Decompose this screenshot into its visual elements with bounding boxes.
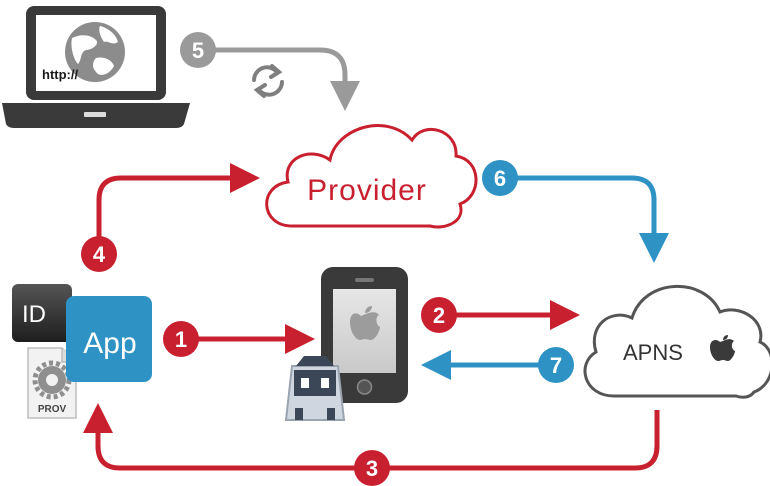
globe-icon <box>65 22 125 82</box>
apple-icon <box>350 306 380 340</box>
step-badge-2: 2 <box>421 297 457 333</box>
svg-text:7: 7 <box>550 353 562 378</box>
arrow-step-5 <box>212 47 360 111</box>
svg-text:1: 1 <box>175 327 187 352</box>
prov-label: PROV <box>38 404 67 415</box>
cordova-icon <box>284 356 346 421</box>
provider-cloud <box>265 124 478 229</box>
apns-label: APNS <box>623 340 683 365</box>
svg-text:4: 4 <box>93 242 106 267</box>
apns-cloud <box>583 285 770 399</box>
step-badge-3: 3 <box>354 450 390 486</box>
svg-text:2: 2 <box>433 303 445 328</box>
provider-label: Provider <box>307 174 427 207</box>
id-label: ID <box>22 301 46 328</box>
step-badge-1: 1 <box>163 321 199 357</box>
step-badge-6: 6 <box>482 160 518 196</box>
apple-icon <box>710 335 735 361</box>
svg-text:6: 6 <box>494 166 506 191</box>
step-badge-5: 5 <box>180 32 216 68</box>
step-badge-7: 7 <box>538 347 574 383</box>
arrow-step-6 <box>515 175 669 263</box>
step-badge-4: 4 <box>81 236 117 272</box>
id-tile <box>12 284 72 342</box>
refresh-icon <box>252 64 284 98</box>
url-text: http:// <box>42 67 78 82</box>
svg-text:3: 3 <box>366 456 378 481</box>
arrow-step-4 <box>96 163 260 240</box>
app-tile <box>66 296 152 382</box>
app-label: App <box>83 327 136 360</box>
svg-text:5: 5 <box>192 38 204 63</box>
